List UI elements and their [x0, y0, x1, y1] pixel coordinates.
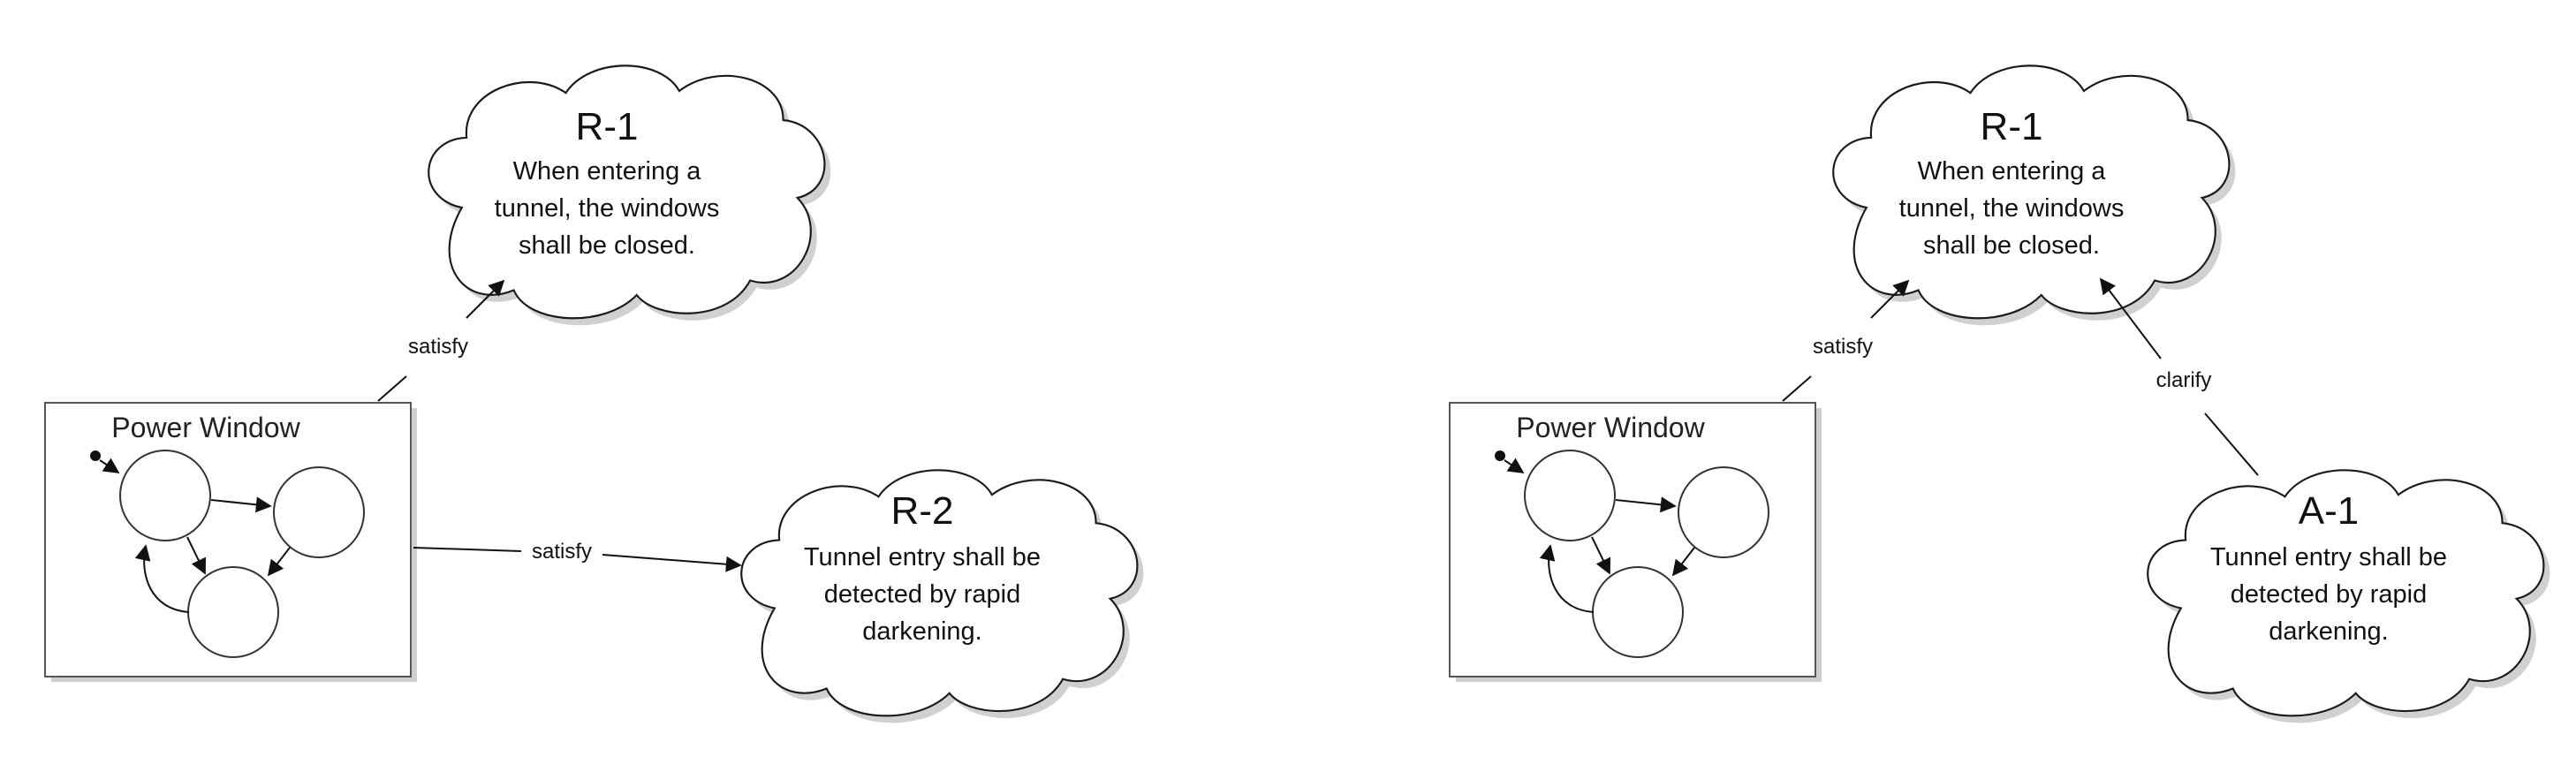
r1-id: R-1 — [576, 105, 639, 148]
state-circle — [1524, 450, 1616, 541]
r1-line-1: When entering a — [513, 157, 702, 185]
right-diagram: Power Window R-1 When entering a tunnel,… — [1449, 64, 2550, 723]
right-r1-line-3: shall be closed. — [1923, 231, 2100, 260]
right-assumption-a1-cloud: A-1 Tunnel entry shall be detected by ra… — [2147, 469, 2550, 723]
right-r1-id: R-1 — [1981, 105, 2043, 148]
state-circle — [273, 466, 365, 558]
a1-id: A-1 — [2299, 489, 2359, 533]
left-satisfy-edge-top: satisfy — [377, 279, 505, 402]
r2-line-2: detected by rapid — [824, 580, 1020, 609]
left-state-machine-icon — [90, 450, 365, 658]
right-state-machine-icon — [1495, 450, 1769, 658]
left-satisfy-label-top: satisfy — [408, 335, 468, 359]
right-requirement-r1-cloud: R-1 When entering a tunnel, the windows … — [1832, 64, 2236, 326]
left-requirement-r1-cloud: R-1 When entering a tunnel, the windows … — [428, 64, 831, 326]
left-diagram: Power Window R-1 When entering a tunnel,… — [44, 64, 1144, 723]
right-clarify-edge: clarify — [2099, 277, 2259, 476]
right-power-window-block: Power Window — [1449, 402, 1822, 682]
left-satisfy-edge-right: satisfy — [413, 540, 742, 572]
state-circle — [119, 450, 211, 541]
state-circle — [1678, 466, 1769, 558]
initial-state-dot — [90, 450, 101, 461]
state-circle — [1592, 566, 1684, 658]
r1-line-2: tunnel, the windows — [495, 194, 720, 223]
initial-state-dot — [1495, 450, 1505, 461]
right-block-title: Power Window — [1516, 412, 1705, 443]
r2-id: R-2 — [891, 489, 954, 533]
r2-line-3: darkening. — [862, 617, 981, 646]
right-r1-line-1: When entering a — [1918, 157, 2107, 185]
right-clarify-label: clarify — [2156, 368, 2212, 392]
a1-line-1: Tunnel entry shall be — [2210, 543, 2447, 571]
a1-line-3: darkening. — [2269, 617, 2388, 646]
left-block-title: Power Window — [111, 412, 300, 443]
right-satisfy-edge-top: satisfy — [1782, 279, 1910, 402]
a1-line-2: detected by rapid — [2231, 580, 2427, 609]
r1-line-3: shall be closed. — [519, 231, 695, 260]
left-power-window-block: Power Window — [44, 402, 417, 682]
right-satisfy-label-top: satisfy — [1813, 335, 1873, 359]
left-requirement-r2-cloud: R-2 Tunnel entry shall be detected by ra… — [740, 469, 1144, 723]
r2-line-1: Tunnel entry shall be — [804, 543, 1041, 571]
state-circle — [187, 566, 279, 658]
left-satisfy-label-right: satisfy — [532, 540, 592, 564]
right-r1-line-2: tunnel, the windows — [1899, 194, 2125, 223]
